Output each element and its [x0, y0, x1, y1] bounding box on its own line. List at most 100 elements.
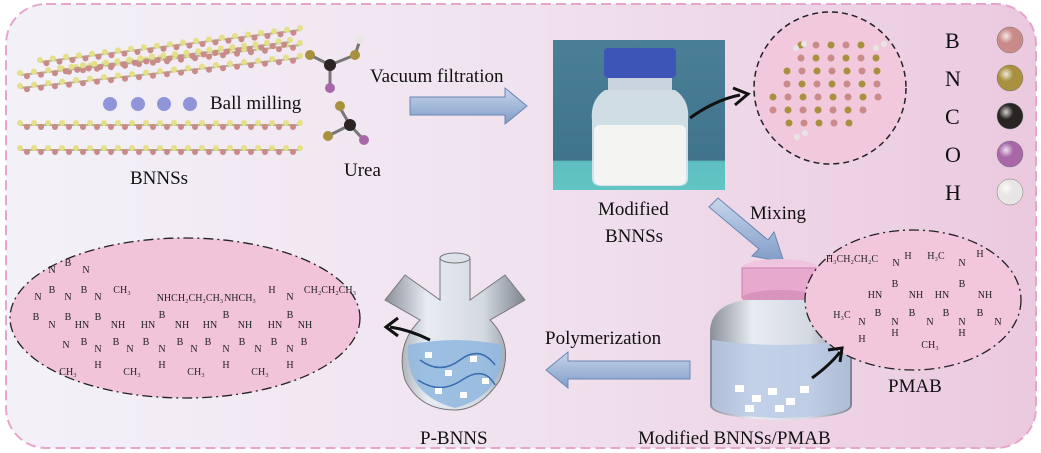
chem-atom-label: N [190, 344, 197, 355]
layer-atom [143, 58, 150, 65]
chem-atom-label: N [892, 258, 899, 269]
chem-atom-label: CH₃ [113, 285, 130, 296]
chem-atom-label: NHCH₃ [224, 293, 256, 304]
modified-bnnss-pmab-label: Modified BNNSs/PMAB [638, 428, 831, 449]
layer-atom [166, 55, 173, 62]
layer-atom [206, 36, 212, 43]
chem-atom-label: N [62, 340, 69, 351]
layer-atom [17, 145, 23, 151]
layer-atom [232, 33, 238, 39]
chem-atom-label: CH₃ [123, 367, 140, 378]
layer-atom [262, 60, 268, 67]
lattice-atom [827, 41, 835, 49]
chem-atom-label: N [94, 344, 101, 355]
layer-atom [290, 124, 296, 130]
layer-atom [255, 145, 261, 151]
layer-atom [206, 46, 213, 53]
layer-atom [199, 63, 205, 70]
chem-atom-label: H₃C [927, 251, 945, 262]
chem-atom-label: NH [909, 290, 923, 301]
layer-atom [193, 37, 199, 44]
layer-atom [122, 75, 128, 82]
layer-atom [192, 124, 198, 130]
layer-atom [24, 73, 30, 80]
layer-atom [66, 149, 72, 155]
layer-atom [17, 120, 23, 126]
mixing-arrow [708, 197, 785, 263]
layer-atom [258, 44, 265, 51]
layer-atom [281, 41, 288, 48]
layer-atom [220, 65, 226, 72]
layer-atom [223, 48, 230, 55]
chem-atom-label: CH₃ [921, 340, 938, 351]
lattice-atom [857, 41, 865, 49]
lattice-atom [814, 106, 822, 114]
layer-atom [227, 120, 233, 126]
chem-atom-label: B [95, 312, 102, 323]
layer-atom [219, 34, 225, 41]
lattice-atom [842, 41, 850, 49]
layer-atom [74, 66, 81, 73]
layer-atom [129, 71, 135, 77]
lattice-atom [843, 80, 851, 88]
lattice-atom [845, 119, 853, 127]
lattice-atom [783, 80, 791, 88]
layer-atom [192, 68, 198, 75]
layer-atom [59, 120, 65, 126]
layer-atom [37, 57, 43, 63]
layer-atom [143, 69, 149, 76]
layer-atom [150, 124, 156, 130]
layer-atom [73, 120, 79, 126]
chem-atom-label: N [286, 344, 293, 355]
lattice-atom [842, 54, 850, 62]
chem-atom-label: H [858, 334, 865, 345]
lattice-atom [799, 93, 807, 101]
layer-atom [52, 83, 58, 90]
chem-atom-label: B [892, 279, 899, 290]
layer-atom [101, 120, 107, 126]
layer-atom [108, 149, 114, 155]
layer-atom [213, 120, 219, 126]
layer-atom [241, 59, 247, 65]
chem-atom-label: B [33, 312, 40, 323]
layer-atom [275, 38, 282, 45]
layer-atom [164, 71, 170, 78]
layer-atom [206, 66, 212, 73]
layer-atom [241, 42, 247, 49]
chem-atom-label: B [49, 285, 56, 296]
lattice-atom [797, 54, 805, 62]
layer-atom [50, 55, 56, 62]
pmab-structure-ellipse [804, 229, 1022, 371]
layer-atom [276, 59, 282, 66]
layer-atom [251, 34, 258, 41]
layer-atom [269, 120, 275, 126]
lattice-atom [813, 80, 821, 88]
lattice-atom [829, 93, 837, 101]
layer-atom [276, 46, 282, 53]
layer-atom [234, 124, 240, 130]
layer-atom [24, 86, 30, 93]
legend-label-O: O [945, 142, 961, 167]
chem-atom-label: N [286, 292, 293, 303]
layer-atom [147, 47, 154, 54]
layer-atom [115, 120, 121, 126]
layer-atom [245, 31, 251, 38]
chem-atom-label: NH [111, 320, 125, 331]
lattice-atom [829, 106, 837, 114]
bn-lattice-illustration [769, 41, 887, 140]
layer-atom [264, 39, 270, 46]
chem-atom-label: N [994, 317, 1001, 328]
chem-atom-label: B [65, 312, 72, 323]
chem-atom-label: N [926, 317, 933, 328]
chem-atom-label: CH₃ [251, 367, 268, 378]
lattice-atom [828, 80, 836, 88]
chem-atom-label: B [909, 308, 916, 319]
layer-atom [206, 149, 212, 155]
chem-atom-label: H [891, 328, 898, 339]
polymerization-arrow [545, 350, 691, 390]
layer-atom [136, 124, 142, 130]
layer-atom [297, 25, 303, 31]
lattice-atom [844, 93, 852, 101]
layer-atom [57, 65, 63, 71]
